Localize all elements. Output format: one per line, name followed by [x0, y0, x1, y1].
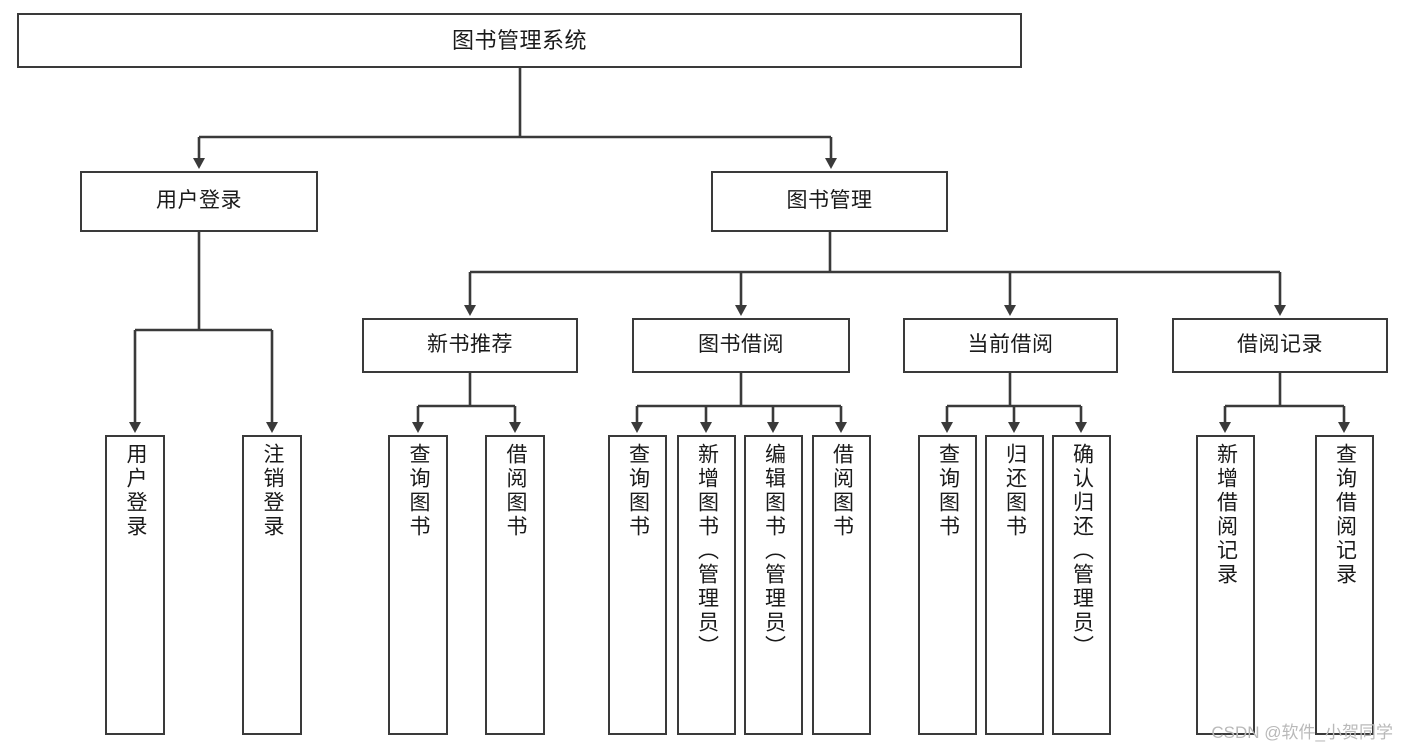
node-leaf-query-book-2-label: 查询图书: [626, 443, 650, 539]
node-leaf-user-login-label: 用户登录: [124, 443, 148, 539]
node-leaf-logout-label: 注销登录: [261, 443, 285, 539]
node-current-borrow[interactable]: 当前借阅: [903, 318, 1118, 373]
node-user-login[interactable]: 用户登录: [80, 171, 318, 232]
node-leaf-borrow-book-2-label: 借阅图书: [830, 443, 854, 539]
node-leaf-query-book-3[interactable]: 查询图书: [918, 435, 977, 735]
node-user-login-label: 用户登录: [156, 189, 242, 213]
node-book-manage-label: 图书管理: [786, 189, 873, 213]
node-book-borrow[interactable]: 图书借阅: [632, 318, 850, 373]
node-leaf-user-login[interactable]: 用户登录: [105, 435, 165, 735]
node-leaf-query-book-2[interactable]: 查询图书: [608, 435, 667, 735]
node-new-book-recommend[interactable]: 新书推荐: [362, 318, 578, 373]
node-book-borrow-label: 图书借阅: [698, 333, 784, 357]
node-current-borrow-label: 当前借阅: [967, 333, 1054, 357]
node-borrow-record-label: 借阅记录: [1237, 333, 1323, 357]
node-leaf-query-book-1[interactable]: 查询图书: [388, 435, 448, 735]
node-leaf-edit-book[interactable]: 编辑图书（管理员）: [744, 435, 803, 735]
node-leaf-add-record-label: 新增借阅记录: [1214, 443, 1238, 587]
node-leaf-logout[interactable]: 注销登录: [242, 435, 302, 735]
node-leaf-return-book[interactable]: 归还图书: [985, 435, 1044, 735]
node-leaf-add-book-label: 新增图书（管理员）: [695, 443, 719, 659]
watermark-text: CSDN @软件_小贺同学: [1211, 723, 1393, 742]
node-root-label: 图书管理系统: [451, 27, 587, 53]
node-leaf-borrow-book-1[interactable]: 借阅图书: [485, 435, 545, 735]
node-leaf-borrow-book-2[interactable]: 借阅图书: [812, 435, 871, 735]
node-leaf-borrow-book-1-label: 借阅图书: [504, 443, 528, 539]
node-leaf-add-record[interactable]: 新增借阅记录: [1196, 435, 1255, 735]
node-leaf-query-record[interactable]: 查询借阅记录: [1315, 435, 1374, 735]
node-leaf-query-book-1-label: 查询图书: [407, 443, 431, 539]
node-leaf-query-book-3-label: 查询图书: [936, 443, 960, 539]
node-leaf-edit-book-label: 编辑图书（管理员）: [762, 443, 786, 659]
node-leaf-query-record-label: 查询借阅记录: [1333, 443, 1357, 587]
node-leaf-return-book-label: 归还图书: [1003, 443, 1027, 539]
node-borrow-record[interactable]: 借阅记录: [1172, 318, 1388, 373]
node-root[interactable]: 图书管理系统: [17, 13, 1022, 68]
node-leaf-confirm-return-label: 确认归还（管理员）: [1070, 443, 1094, 659]
node-book-manage[interactable]: 图书管理: [711, 171, 948, 232]
node-leaf-add-book[interactable]: 新增图书（管理员）: [677, 435, 736, 735]
node-leaf-confirm-return[interactable]: 确认归还（管理员）: [1052, 435, 1111, 735]
node-new-book-recommend-label: 新书推荐: [427, 333, 513, 357]
